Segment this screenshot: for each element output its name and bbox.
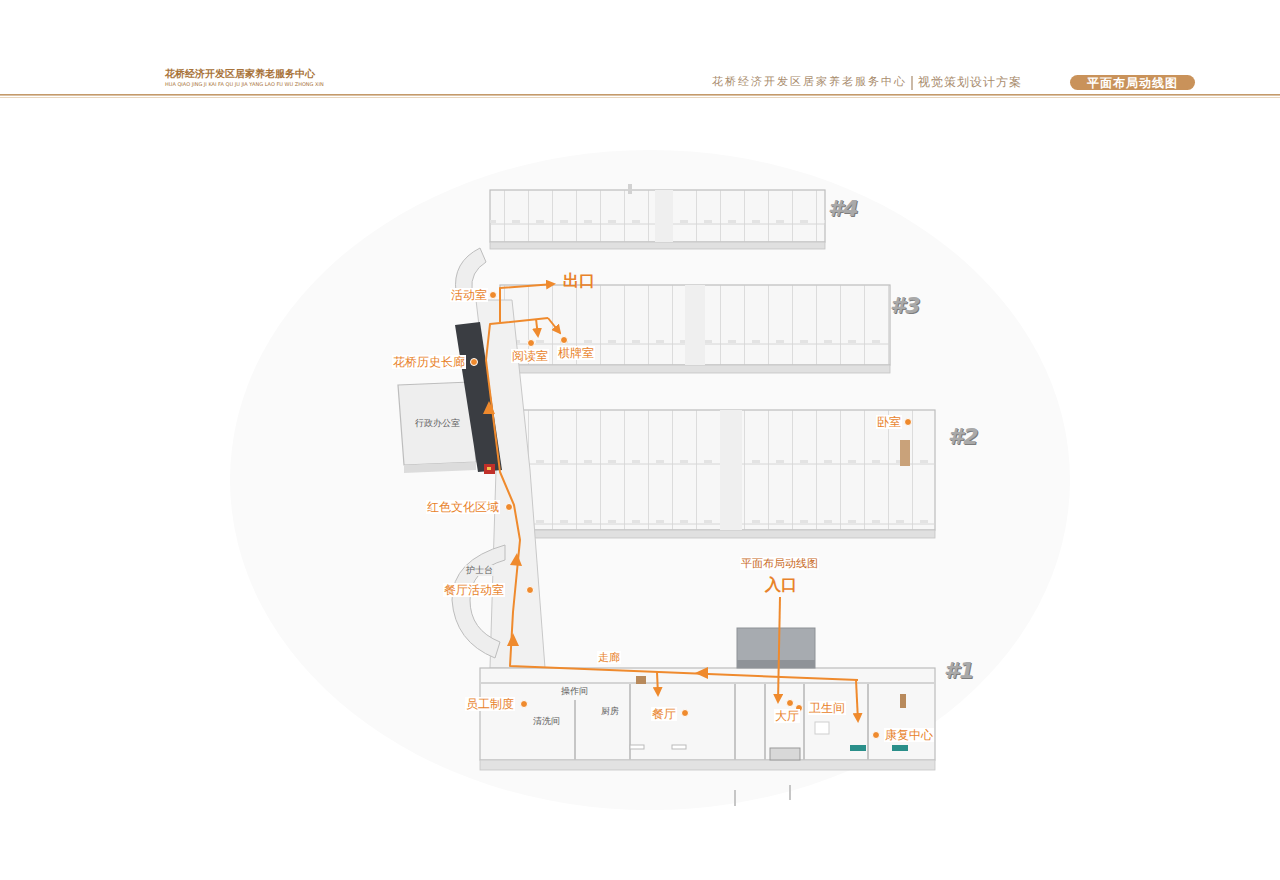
callout-label: 大厅 [774, 709, 800, 723]
red-emblem [487, 467, 491, 470]
callout-label: 餐厅 [651, 707, 677, 721]
room-label: 护士台 [465, 565, 494, 576]
pill-text: 平面布局动线图 [1087, 77, 1178, 89]
activity-room-curve [456, 248, 487, 292]
header-title: 花桥经济开发区居家养老服务中心 [165, 68, 315, 80]
callout-label: 花桥历史长廊 [392, 355, 466, 369]
nurse-station-curve [452, 545, 505, 658]
history-gallery [455, 322, 502, 472]
plan-caption: 平面布局动线图 [740, 557, 819, 570]
callout-label: 康复中心 [884, 728, 934, 742]
callout-dots [471, 292, 912, 739]
ground-shade [230, 150, 1070, 810]
callout-label: 棋牌室 [557, 346, 595, 360]
room-label: 操作间 [560, 686, 589, 697]
header-separator [911, 76, 912, 90]
header-org: 花桥经济开发区居家养老服务中心 [712, 75, 907, 88]
wing-number: #1 [944, 658, 975, 684]
title-pill: 平面布局动线图 [1070, 75, 1195, 90]
entrance-block [737, 628, 815, 668]
admin-office-wall [404, 462, 476, 473]
callout-label: 卧室 [876, 415, 902, 429]
red-emblem [484, 464, 495, 474]
wing-number: #2 [948, 424, 979, 450]
header-subtitle: 视觉策划设计方案 [918, 75, 1022, 89]
callout-label: 餐厅活动室 [443, 583, 505, 597]
callout-label: 走廊 [597, 651, 621, 664]
callout-label: 卫生间 [808, 701, 846, 715]
admin-office-block [398, 382, 476, 465]
exit-label: 出口 [563, 271, 595, 290]
header-rule [0, 94, 1280, 96]
header-rule [0, 97, 1280, 99]
entrance-label: 入口 [765, 575, 797, 594]
flow-arrowheads [483, 401, 708, 679]
callout-label: 红色文化区域 [426, 500, 500, 514]
header-pinyin: HUA QIAO JING JI KAI FA QU JU JIA YANG L… [165, 81, 324, 87]
room-label: 行政办公室 [414, 418, 461, 429]
wing-number: #3 [890, 293, 921, 319]
callout-label: 阅读室 [511, 349, 549, 363]
room-label: 厨房 [600, 706, 620, 717]
callout-label: 活动室 [450, 288, 488, 302]
wing-3 [500, 285, 890, 373]
callout-label: 员工制度 [465, 697, 515, 711]
flow-route [486, 284, 858, 721]
room-label: 清洗间 [532, 716, 561, 727]
wing-1 [480, 668, 935, 806]
wing-number: #4 [828, 196, 859, 222]
wing-4 [490, 184, 825, 249]
wing-2 [510, 410, 935, 538]
